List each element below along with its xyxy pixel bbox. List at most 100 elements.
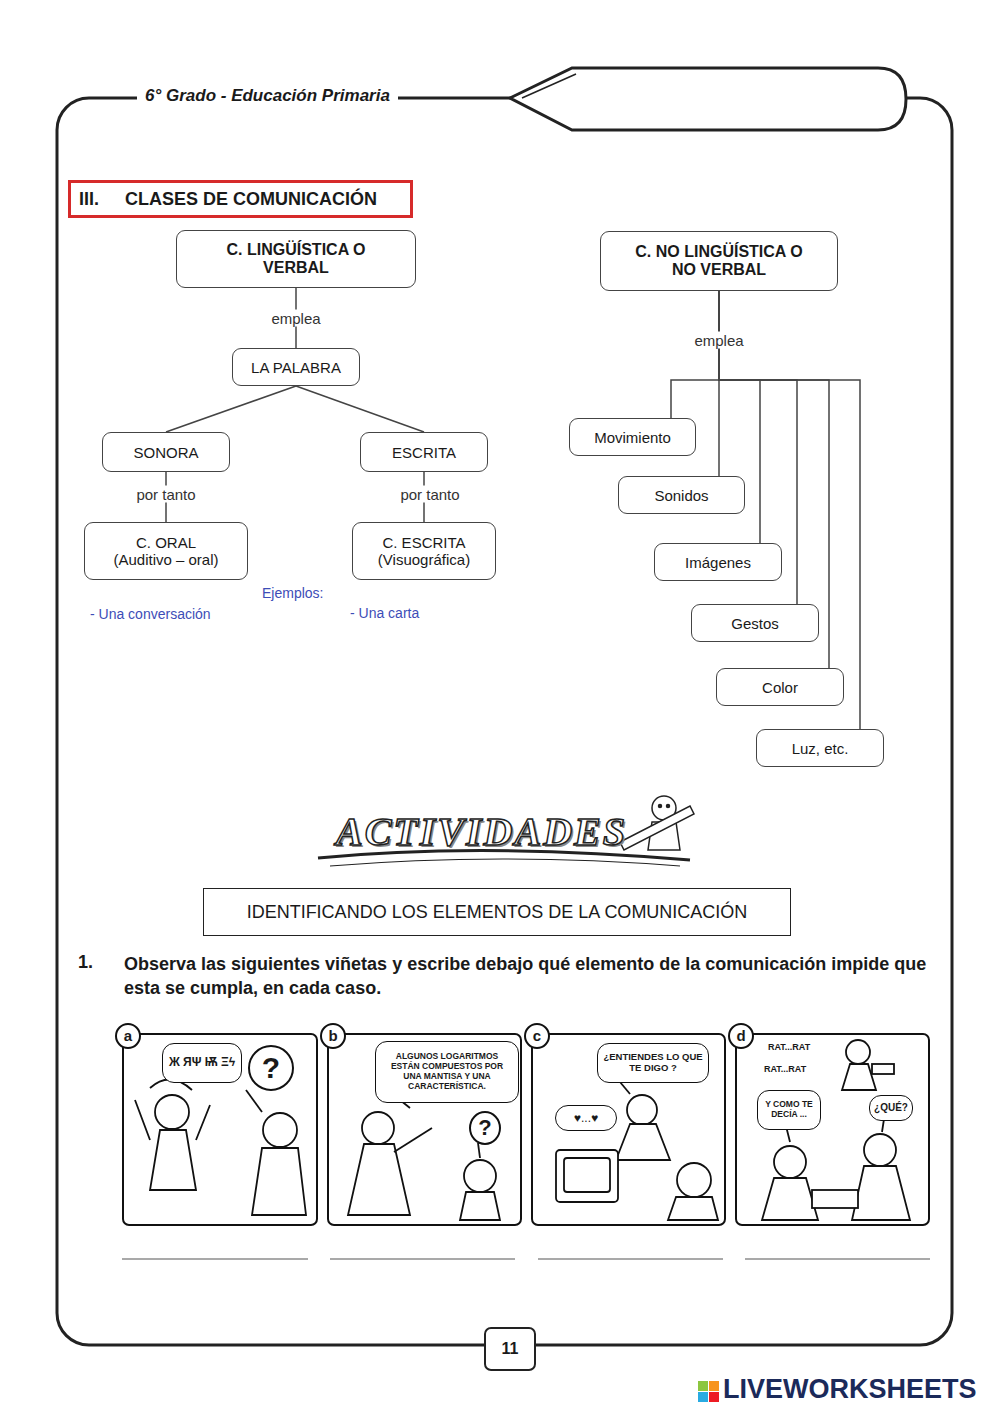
sound-text: RAT...RAT xyxy=(764,1064,806,1074)
comic-a-art xyxy=(150,1130,196,1190)
node-text: 11 xyxy=(502,1340,519,1358)
node-text: ¿QUÉ? xyxy=(874,1102,908,1114)
comic-b-art xyxy=(394,1128,432,1152)
connector-label: por tanto xyxy=(396,486,463,503)
activity-band: IDENTIFICANDO LOS ELEMENTOS DE LA COMUNI… xyxy=(203,888,791,936)
comic-d-art xyxy=(774,1146,806,1178)
page-frame xyxy=(57,98,952,1345)
liveworksheets-logo xyxy=(709,1381,719,1391)
comic-b-art xyxy=(464,1160,496,1192)
node-text: ? xyxy=(478,1115,491,1141)
activities-swoosh xyxy=(330,859,680,866)
child-with-pencil xyxy=(667,805,670,808)
node-text: LA PALABRA xyxy=(251,359,341,376)
comic-panel: dY COMO TE DECÍA ...¿QUÉ? xyxy=(735,1033,930,1226)
comic-d-art xyxy=(842,1064,876,1090)
page-frame xyxy=(57,98,952,1345)
thought-bubble: ♥...♥ xyxy=(555,1105,617,1131)
answer-lines xyxy=(538,1258,723,1259)
liveworksheets-logo xyxy=(698,1392,708,1402)
speech-bubble: Ж ЯΨ Ѭ Ξϟ xyxy=(162,1043,242,1083)
child-with-pencil xyxy=(620,796,694,850)
child-with-pencil xyxy=(659,805,662,808)
answer-lines xyxy=(122,1258,930,1259)
connector-line xyxy=(296,386,424,432)
speech-bubble: ALGUNOS LOGARITMOS ESTÁN COMPUESTOS POR … xyxy=(375,1041,519,1103)
comic-d-art xyxy=(864,1134,896,1166)
node-text: Gestos xyxy=(731,615,779,632)
activities-banner: ACTIVIDADES xyxy=(336,808,627,855)
comic-d-art xyxy=(812,1190,858,1208)
node-text: ¿ENTIENDES LO QUE TE DIGO ? xyxy=(603,1052,703,1074)
watermark: LIVEWORKSHEETS xyxy=(723,1374,977,1405)
answer-lines xyxy=(745,1258,930,1259)
speech-bubble: ¿ENTIENDES LO QUE TE DIGO ? xyxy=(597,1043,709,1083)
pencil-banner xyxy=(510,68,906,130)
comic-d-art xyxy=(762,1040,910,1220)
means-box: Sonidos xyxy=(618,476,745,514)
panel-letter: b xyxy=(320,1023,346,1049)
node-text: ESCRITA xyxy=(392,444,456,461)
panel-letter: d xyxy=(728,1023,754,1049)
connector-label: emplea xyxy=(267,310,324,327)
comic-d-art xyxy=(852,1166,910,1220)
example-text: - Una conversación xyxy=(90,606,211,622)
concept-box: C. NO LINGÜÍSTICA O NO VERBAL xyxy=(600,231,838,291)
comic-c-art xyxy=(616,1124,670,1160)
comic-b-art xyxy=(348,1144,410,1215)
comic-b-art xyxy=(478,1143,480,1158)
means-box: Imágenes xyxy=(654,543,782,581)
comic-b-art xyxy=(348,1100,500,1220)
comic-b-art xyxy=(362,1112,394,1144)
header-text: 6° Grado - Educación Primaria xyxy=(137,86,398,106)
node-text: Color xyxy=(762,679,798,696)
comic-c-art xyxy=(564,1158,610,1192)
instruction-text: Observa las siguientes viñetas y escribe… xyxy=(124,952,929,1001)
means-box: Color xyxy=(716,668,844,706)
node-text: Y COMO TE DECÍA ... xyxy=(763,1100,815,1120)
comic-a-art xyxy=(263,1113,297,1147)
liveworksheets-logo xyxy=(698,1381,708,1391)
concept-box: LA PALABRA xyxy=(232,348,360,386)
comic-d-art xyxy=(872,1064,894,1074)
concept-box: C. ORAL(Auditivo – oral) xyxy=(84,522,248,580)
node-text: Sonidos xyxy=(654,487,708,504)
connector-label: emplea xyxy=(690,332,747,349)
node-subtext: (Visuográfica) xyxy=(378,551,470,568)
sound-text: RAT...RAT xyxy=(768,1042,810,1052)
node-text: C. NO LINGÜÍSTICA O NO VERBAL xyxy=(624,243,814,279)
node-text: III. xyxy=(79,189,99,210)
node-text: Movimiento xyxy=(594,429,671,446)
speech-bubble: Y COMO TE DECÍA ... xyxy=(757,1090,821,1130)
section-title: III. CLASES DE COMUNICACIÓN xyxy=(68,180,413,218)
example-text: - Una carta xyxy=(350,605,419,621)
node-text: C. LINGÜÍSTICA O VERBAL xyxy=(201,241,391,277)
concept-box: C. ESCRITA(Visuográfica) xyxy=(352,522,496,580)
item-number: 1. xyxy=(78,952,93,973)
speech-bubble: ? xyxy=(469,1111,501,1145)
concept-box: SONORA xyxy=(102,432,230,472)
comic-a-art xyxy=(246,1090,262,1112)
comic-c-art xyxy=(668,1197,718,1220)
speech-bubble: ¿QUÉ? xyxy=(869,1095,913,1121)
comic-d-art xyxy=(846,1040,870,1064)
comic-a-art xyxy=(155,1095,189,1129)
node-subtext: (Auditivo – oral) xyxy=(113,551,218,568)
comic-b-art xyxy=(460,1192,500,1220)
comic-panel: c¿ENTIENDES LO QUE TE DIGO ?♥...♥ xyxy=(531,1033,726,1226)
comic-c-art xyxy=(556,1082,718,1220)
comic-c-art xyxy=(556,1150,618,1202)
means-box: Gestos xyxy=(691,604,819,642)
speech-bubble: ? xyxy=(248,1045,294,1091)
node-text: IDENTIFICANDO LOS ELEMENTOS DE LA COMUNI… xyxy=(247,902,748,923)
connector-line xyxy=(671,291,719,418)
node-text: Luz, etc. xyxy=(792,740,849,757)
means-box: Luz, etc. xyxy=(756,729,884,767)
node-text: C. ESCRITA xyxy=(382,534,465,551)
child-with-pencil xyxy=(620,806,694,850)
concept-box: ESCRITA xyxy=(360,432,488,472)
page-number: 11 xyxy=(484,1327,536,1371)
means-box: Movimiento xyxy=(569,418,696,456)
node-subtext: CLASES DE COMUNICACIÓN xyxy=(125,189,377,210)
